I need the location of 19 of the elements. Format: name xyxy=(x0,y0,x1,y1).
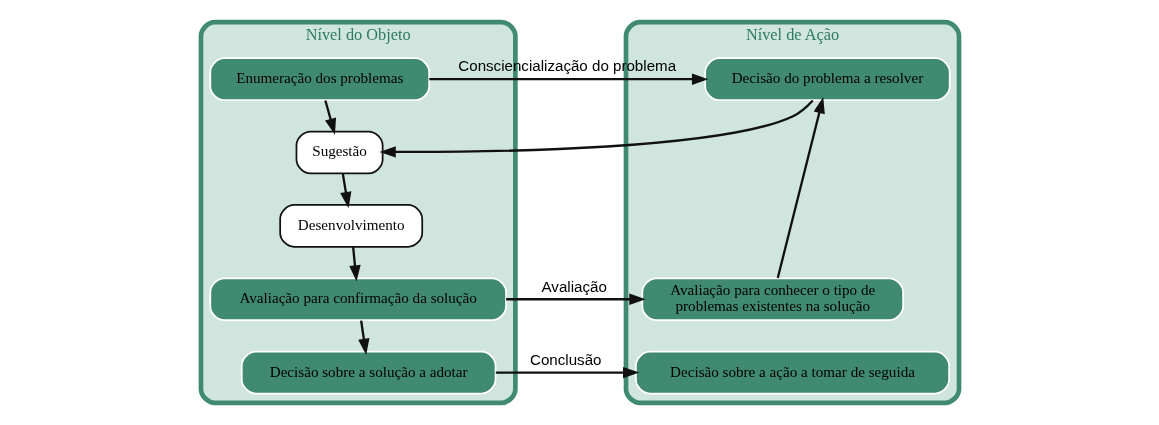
node-box: Avaliação para confirmação da solução xyxy=(208,277,507,322)
arrow xyxy=(776,97,825,279)
node-box: Decisão sobre a solução a adotar xyxy=(240,350,496,395)
node-box: Avaliação para conhecer o tipo de problemas existentes na solução xyxy=(640,277,904,322)
arrow xyxy=(348,247,361,282)
edge-label: Conclusão xyxy=(529,350,601,368)
arrow xyxy=(378,99,814,158)
arrow xyxy=(357,320,369,355)
node-box: Sugestão xyxy=(295,130,383,175)
edge-label: Avaliação xyxy=(541,277,607,295)
node-box: Decisão sobre a ação a tomar de seguida xyxy=(634,350,950,395)
node-box: Enumeração dos problemas xyxy=(208,57,430,101)
arrow xyxy=(505,293,646,305)
node-box: Desenvolvimento xyxy=(278,204,423,248)
node-box: Decisão do problema a resolver xyxy=(703,57,951,101)
arrow xyxy=(339,173,351,209)
arrow xyxy=(428,73,708,85)
arrow xyxy=(323,100,336,135)
arrow xyxy=(495,366,639,379)
